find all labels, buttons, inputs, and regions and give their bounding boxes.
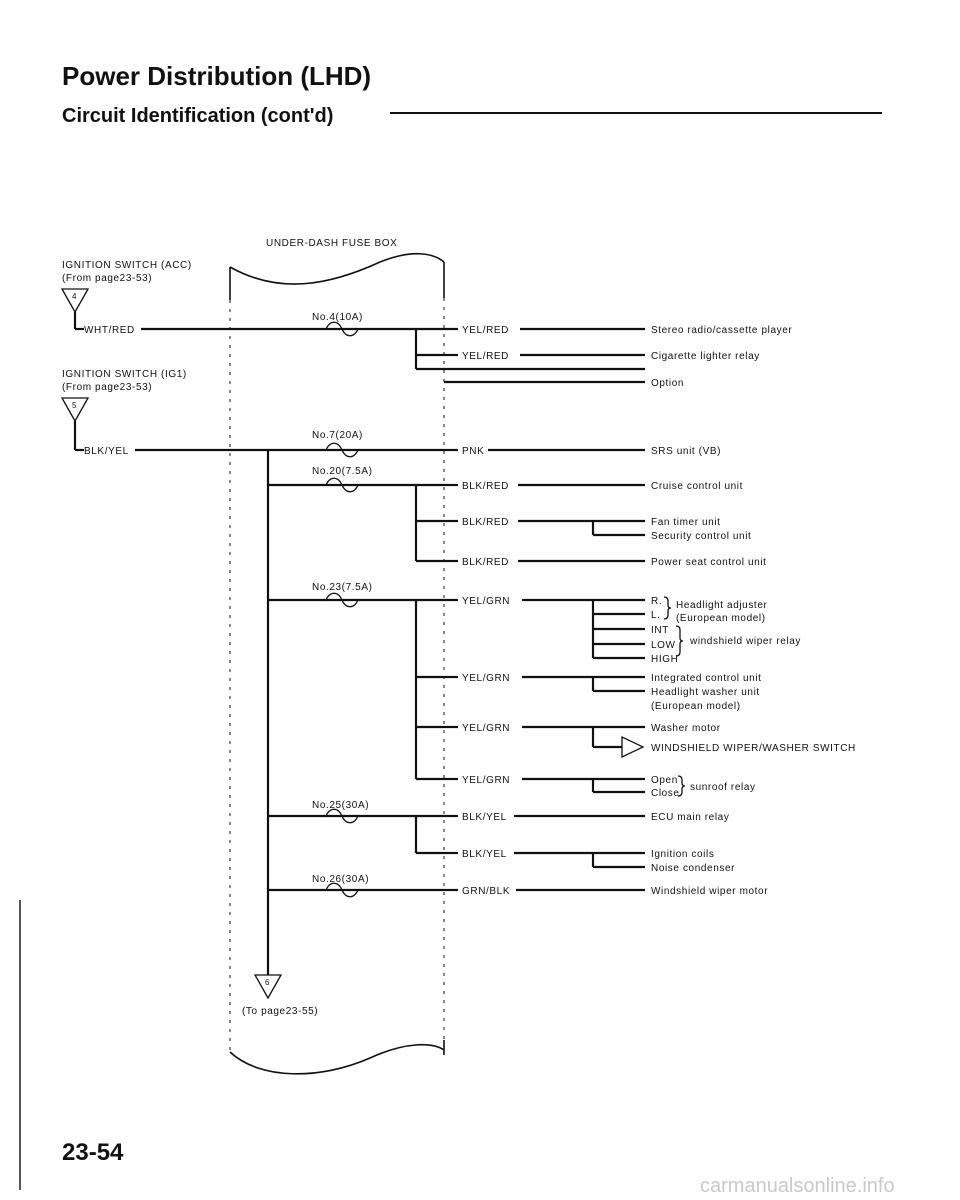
page-title: Power Distribution (LHD) [62,61,371,91]
fuse-label: No.20(7.5A) [312,466,373,477]
fuse-box-internal-wiring: No.4(10A) No.7(20A) No.20(7.5A) No.23(7.… [230,312,444,1017]
connector-4-number: 4 [72,292,77,301]
load-label: Cigarette lighter relay [651,351,760,362]
source-ig1-label: IGNITION SWITCH (IG1) [62,369,187,380]
load-label: Security control unit [651,531,751,542]
load-label: Headlight washer unit [651,687,760,698]
load-label: Stereo radio/cassette player [651,325,792,336]
continuation-label: (To page23-55) [242,1006,318,1017]
brace-label: windshield wiper relay [689,636,801,647]
load-label: ECU main relay [651,812,729,823]
wire-color-label: PNK [462,446,484,457]
fuse-box-top-edge [229,252,445,285]
load-label: (European model) [651,701,741,712]
load-label: Ignition coils [651,849,714,860]
wire-color-label: YEL/GRN [462,673,510,684]
fuse-box-label: UNDER-DASH FUSE BOX [266,238,397,249]
fuse-label: No.4(10A) [312,312,363,323]
connector-5-icon [60,397,90,423]
brace-label: sunroof relay [690,782,756,793]
load-label: L. [651,610,661,621]
connector-5-number: 5 [72,401,77,410]
fuse-label: No.23(7.5A) [312,582,373,593]
load-label: LOW [651,640,676,651]
wire-color-wht-red: WHT/RED [84,325,135,336]
source-acc-label: IGNITION SWITCH (ACC) [62,260,192,271]
connector-6-icon [253,974,283,1000]
source-ig1-ref: (From page23-53) [62,382,152,393]
brace-label: (European model) [676,613,766,624]
wire-color-label: YEL/GRN [462,723,510,734]
load-label: SRS unit (VB) [651,446,721,457]
load-label: Windshield wiper motor [651,886,768,897]
wire-color-label: YEL/RED [462,325,509,336]
load-label: Washer motor [651,723,721,734]
load-label: Close [651,788,680,799]
source-acc-ref: (From page23-53) [62,273,152,284]
wire-color-label: BLK/YEL [462,849,507,860]
wire-color-blk-yel: BLK/YEL [84,446,129,457]
wire-color-label: YEL/RED [462,351,509,362]
connector-4-icon [60,288,90,314]
wire-color-label: YEL/GRN [462,775,510,786]
brace-icon [663,596,672,620]
load-label: Power seat control unit [651,557,767,568]
load-label: Noise condenser [651,863,735,874]
fuse-symbol [325,477,359,493]
page-subtitle: Circuit Identification (cont'd) [62,105,333,127]
fuse-label: No.26(30A) [312,874,369,885]
fuse-symbol [325,882,359,898]
load-label: WINDSHIELD WIPER/WASHER SWITCH [651,743,856,754]
fuse-label: No.25(30A) [312,800,369,811]
wire-color-label: GRN/BLK [462,886,510,897]
page-number: 23-54 [62,1139,124,1166]
connector-6-number: 6 [265,978,270,987]
load-label: Cruise control unit [651,481,743,492]
load-label: R. [651,596,662,607]
load-label: INT [651,625,669,636]
brace-icon [677,775,686,797]
output-circuits: YEL/RED Stereo radio/cassette player YEL… [444,325,856,897]
fuse-symbol [325,808,359,824]
fuse-box-bottom-edge [229,1043,445,1075]
load-label: Integrated control unit [651,673,762,684]
wire-color-label: BLK/RED [462,557,509,568]
wire-color-label: YEL/GRN [462,596,510,607]
wire-color-label: BLK/RED [462,481,509,492]
fuse-symbol [325,321,359,337]
brace-icon [675,625,684,657]
load-label: Option [651,378,684,389]
fuse-label: No.7(20A) [312,430,363,441]
switch-arrow-icon [621,735,645,759]
load-label: Fan timer unit [651,517,721,528]
source-ignition-ig1: IGNITION SWITCH (IG1) (From page23-53) 5… [60,369,230,457]
load-label: HIGH [651,654,678,665]
wire-color-label: BLK/RED [462,517,509,528]
watermark: carmanualsonline.info [700,1175,895,1197]
fuse-box: UNDER-DASH FUSE BOX [229,238,445,1075]
fuse-symbol [325,442,359,458]
load-label: Open [651,775,678,786]
source-ignition-acc: IGNITION SWITCH (ACC) (From page23-53) 4… [60,260,230,336]
fuse-symbol [325,592,359,608]
brace-label: Headlight adjuster [676,600,767,611]
wire-color-label: BLK/YEL [462,812,507,823]
